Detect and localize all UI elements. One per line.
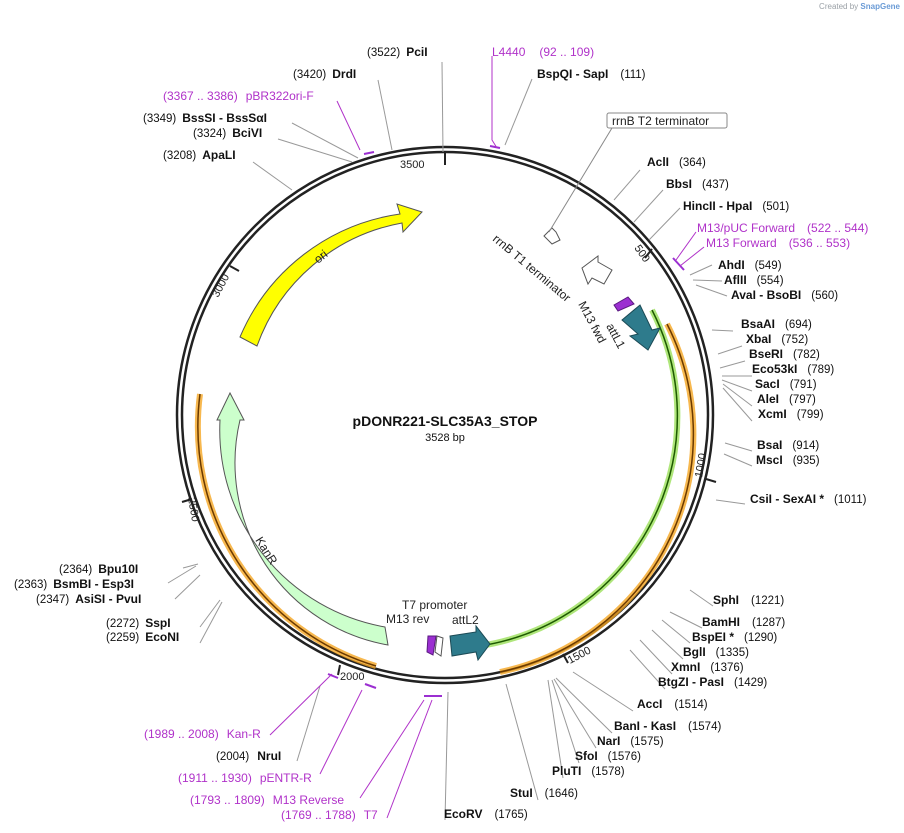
enzyme-bsai[interactable]: BsaI(914) [757, 438, 819, 452]
plasmid-name: pDONR221-SLC35A3_STOP [353, 413, 538, 429]
enzyme-aflii[interactable]: AflII(554) [724, 273, 784, 287]
m13-rev-label: M13 rev [386, 612, 429, 626]
primer-pentr-r[interactable]: (1911 .. 1930)pENTR-R [178, 771, 312, 785]
ori-feature[interactable]: ori [239, 203, 423, 347]
tick-label-500: 500 [632, 243, 652, 265]
primer-labels: L4440(92 .. 109) (3367 .. 3386)pBR322ori… [144, 45, 868, 822]
enzyme-bcivi[interactable]: (3324)BciVI [193, 126, 262, 140]
enzyme-nari[interactable]: NarI(1575) [597, 734, 664, 748]
primer-m13-puc-forward[interactable]: M13/pUC Forward(522 .. 544) [697, 221, 868, 235]
rrnb-t1-label: rrnB T1 terminator [490, 232, 573, 305]
t7-promoter-label: T7 promoter [402, 598, 467, 612]
enzyme-hincii[interactable]: HincII - HpaI(501) [683, 199, 789, 213]
enzyme-bamhi[interactable]: BamHI(1287) [702, 615, 785, 629]
enzyme-ecorv[interactable]: EcoRV(1765) [444, 807, 528, 821]
enzyme-sspi[interactable]: (2272)SspI [106, 616, 171, 630]
primer-pbr322ori-f[interactable]: (3367 .. 3386)pBR322ori-F [163, 89, 314, 103]
primer-m13-forward[interactable]: M13 Forward(536 .. 553) [706, 236, 850, 250]
created-by-credit: Created by SnapGene [819, 2, 900, 11]
enzyme-nrui[interactable]: (2004)NruI [216, 749, 281, 763]
enzyme-alei[interactable]: AleI(797) [757, 392, 816, 406]
leader-lines [167, 61, 753, 821]
plasmid-length: 3528 bp [425, 432, 465, 444]
enzyme-labels: (3522)PciI (3420)DrdI (3349)BssSI - BssS… [14, 45, 867, 821]
enzyme-apali[interactable]: (3208)ApaLI [163, 148, 236, 162]
rrnb-t2-feature[interactable]: rrnB T2 terminator [543, 112, 728, 245]
enzyme-pcii[interactable]: (3522)PciI [367, 45, 428, 59]
enzyme-ahdi[interactable]: AhdI(549) [718, 258, 782, 272]
enzyme-acci[interactable]: AccI(1514) [637, 697, 708, 711]
enzyme-bani[interactable]: BanI - KasI(1574) [614, 719, 721, 733]
enzyme-bbsi[interactable]: BbsI(437) [666, 177, 729, 191]
enzyme-acli[interactable]: AclI(364) [647, 155, 706, 169]
enzyme-saci[interactable]: SacI(791) [755, 377, 817, 391]
enzyme-bsaai[interactable]: BsaAI(694) [741, 317, 812, 331]
m13-fwd-label: M13 fwd [575, 299, 609, 346]
tick-label-3000: 3000 [210, 272, 232, 299]
primer-l4440[interactable]: L4440(92 .. 109) [492, 45, 594, 59]
tick-label-2000: 2000 [340, 671, 364, 683]
enzyme-bseri[interactable]: BseRI(782) [749, 347, 820, 361]
enzyme-xcmi[interactable]: XcmI(799) [758, 407, 824, 421]
m13-rev-feature[interactable]: M13 rev T7 promoter [386, 598, 467, 657]
enzyme-sphi[interactable]: SphI(1221) [713, 593, 784, 607]
enzyme-btgzi[interactable]: BtgZI - PasI(1429) [658, 675, 767, 689]
enzyme-asisi[interactable]: (2347)AsiSI - PvuI [36, 592, 141, 606]
enzyme-bpu10i[interactable]: (2364)Bpu10I [59, 562, 138, 576]
tick-label-3500: 3500 [400, 159, 424, 171]
enzyme-bsssi[interactable]: (3349)BssSI - BssSαI [143, 111, 267, 125]
enzyme-sfoi[interactable]: SfoI(1576) [575, 749, 641, 763]
rrnb-t2-label: rrnB T2 terminator [612, 114, 709, 128]
primer-kan-r[interactable]: (1989 .. 2008)Kan-R [144, 727, 261, 741]
enzyme-msci[interactable]: MscI(935) [756, 453, 820, 467]
primer-t7[interactable]: (1769 .. 1788)T7 [281, 808, 378, 822]
enzyme-csii[interactable]: CsiI - SexAI *(1011) [750, 492, 867, 506]
enzyme-eco53ki[interactable]: Eco53kI(789) [752, 362, 834, 376]
enzyme-pluti[interactable]: PluTI(1578) [552, 764, 625, 778]
kanr-feature[interactable]: KanR [216, 391, 389, 646]
enzyme-stui[interactable]: StuI(1646) [510, 786, 578, 800]
enzyme-drdi[interactable]: (3420)DrdI [293, 67, 356, 81]
enzyme-bspei[interactable]: BspEI *(1290) [692, 630, 777, 644]
tick-label-2500: 2500 [185, 496, 201, 522]
attl2-feature[interactable]: attL2 [449, 613, 491, 662]
highlight-arcs [194, 308, 697, 675]
primer-m13-reverse[interactable]: (1793 .. 1809)M13 Reverse [190, 793, 344, 807]
enzyme-avai[interactable]: AvaI - BsoBI(560) [731, 288, 838, 302]
enzyme-bspqi[interactable]: BspQI - SapI(111) [537, 67, 646, 81]
primer-site-marks [327, 145, 685, 697]
enzyme-econi[interactable]: (2259)EcoNI [106, 630, 179, 644]
attl2-label: attL2 [452, 613, 479, 627]
snapgene-logo: SnapGene [860, 2, 900, 11]
enzyme-bsmbi[interactable]: (2363)BsmBI - Esp3I [14, 577, 134, 591]
tick-marks [181, 152, 717, 676]
tick-label-1000: 1000 [693, 452, 709, 478]
enzyme-xmni[interactable]: XmnI(1376) [671, 660, 744, 674]
credit-prefix: Created by [819, 2, 859, 11]
enzyme-xbai[interactable]: XbaI(752) [746, 332, 808, 346]
enzyme-bgli[interactable]: BglI(1335) [683, 645, 749, 659]
primer-leader-lines [269, 56, 705, 819]
